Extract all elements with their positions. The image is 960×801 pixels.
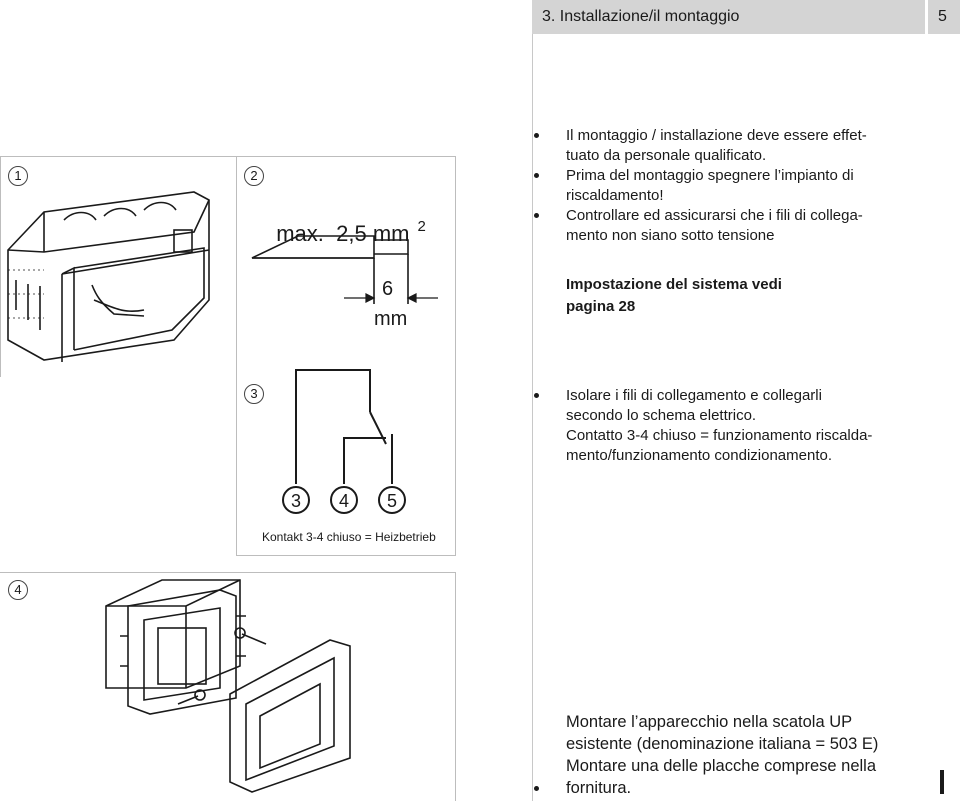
language-marker — [940, 770, 944, 794]
wire-stripping-illustration — [251, 235, 438, 304]
max-cross-section-exponent: 2 — [417, 218, 426, 235]
mounting-instructions: Montare l’apparecchio nella scatola UP e… — [533, 711, 879, 799]
figure-number-2: 2 — [244, 166, 264, 186]
safety-line: Il montaggio / installazione deve essere… — [534, 127, 867, 144]
divider-fig3-bottom — [236, 555, 455, 556]
section-title: 3. Installazione/il montaggio — [542, 8, 740, 25]
wiring-line: secondo lo schema elettrico. — [566, 407, 757, 424]
wiring-line: mento/funzionamento condizionamento. — [566, 447, 833, 464]
divider-top-row — [0, 156, 455, 157]
header-bar — [532, 0, 960, 34]
setup-note-line: pagina 28 — [566, 298, 636, 315]
wiring-caption: Kontakt 3-4 chiuso = Heizbetrieb — [262, 530, 436, 544]
divider-fig3-left — [236, 357, 237, 556]
mounting-line: fornitura. — [533, 777, 878, 799]
divider-fig2-right — [455, 156, 456, 377]
stripping-length-unit: mm — [374, 308, 408, 330]
safety-line: riscaldamento! — [566, 187, 664, 204]
mounting-illustration — [105, 579, 351, 793]
wiring-diagram: 3 4 5 — [282, 369, 406, 514]
safety-line: Prima del montaggio spegnere l’impianto … — [534, 166, 867, 186]
terminal-3-label: 3 — [291, 491, 301, 511]
divider-fig4-top — [0, 572, 455, 573]
safety-line: Controllare ed assicurarsi che i fili di… — [534, 206, 867, 226]
wiring-line: Isolare i fili di collegamento e collega… — [533, 386, 872, 406]
mounting-line: Montare una delle placche comprese nella — [566, 757, 877, 775]
header-separator — [925, 0, 928, 34]
page-number: 5 — [938, 8, 947, 25]
stripping-length-value: 6 — [382, 278, 394, 300]
wiring-instructions: Isolare i fili di collegamento e collega… — [533, 386, 873, 466]
safety-instructions: Il montaggio / installazione deve essere… — [534, 126, 867, 246]
divider-fig3-right — [455, 357, 456, 556]
safety-line: mento non siano sotto tensione — [566, 227, 775, 244]
divider-fig1 — [0, 156, 1, 377]
figure-number-1: 1 — [8, 166, 28, 186]
divider-fig4-right — [455, 572, 456, 801]
flush-box-illustration — [7, 191, 210, 362]
figure-number-4: 4 — [8, 580, 28, 600]
terminal-5-label: 5 — [387, 491, 397, 511]
setup-note: Impostazione del sistema vedi pagina 28 — [566, 274, 782, 318]
terminal-4-label: 4 — [339, 491, 349, 511]
divider-fig1-fig2 — [236, 156, 237, 377]
column-divider — [532, 34, 533, 801]
mounting-line: esistente (denominazione italiana = 503 … — [566, 735, 879, 753]
mounting-line: Montare l’apparecchio nella scatola UP — [566, 713, 853, 731]
wiring-line: Contatto 3-4 chiuso = funzionamento risc… — [566, 427, 873, 444]
figure-number-3: 3 — [244, 384, 264, 404]
setup-note-line: Impostazione del sistema vedi — [566, 276, 782, 293]
safety-line: tuato da personale qualificato. — [566, 147, 767, 164]
